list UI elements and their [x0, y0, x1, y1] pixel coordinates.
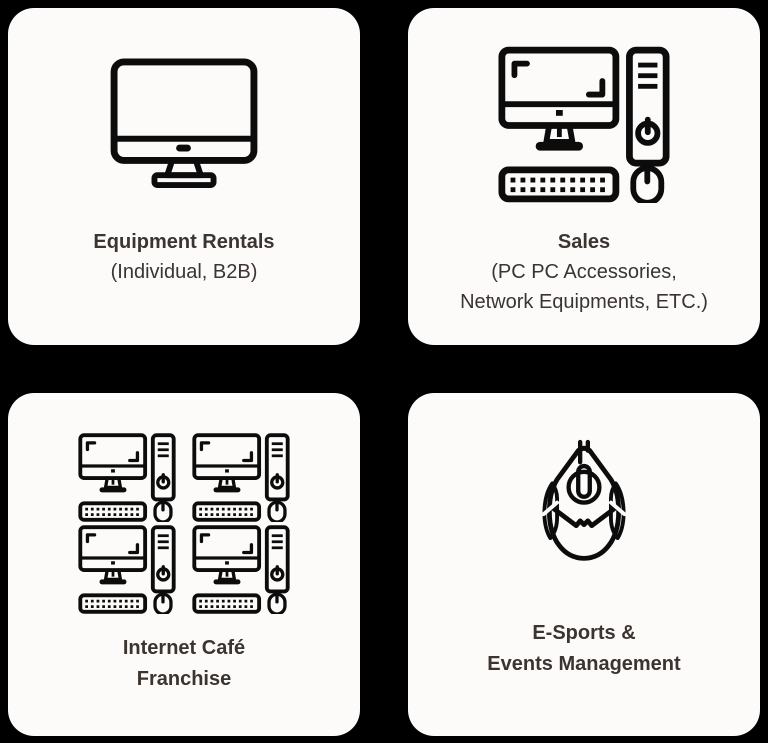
card-title: Sales [557, 231, 611, 253]
card-sales: Sales (PC PC Accessories, Network Equipm… [408, 8, 760, 345]
card-equipment-rentals: Equipment Rentals (Individual, B2B) [8, 8, 360, 345]
card-subtitle-line-1: (PC PC Accessories, [491, 261, 677, 283]
card-subtitle-line-2: Network Equipments, ETC.) [460, 291, 708, 313]
card-subtitle: (Individual, B2B) [110, 261, 258, 283]
desktop-monitor-icon [8, 58, 360, 188]
card-title-line-1: Internet Café [122, 637, 246, 659]
card-title: Equipment Rentals [93, 231, 275, 253]
gaming-mouse-icon [408, 439, 760, 570]
card-esports-events-management: E-Sports & Events Management [408, 393, 760, 736]
card-title-line-2: Franchise [136, 668, 232, 690]
card-title-line-2: Events Management [487, 653, 681, 675]
computer-stations-grid-icon [8, 433, 360, 614]
card-internet-cafe-franchise: Internet Café Franchise [8, 393, 360, 736]
card-title-line-1: E-Sports & [532, 622, 636, 644]
desktop-pc-setup-icon [408, 46, 760, 203]
